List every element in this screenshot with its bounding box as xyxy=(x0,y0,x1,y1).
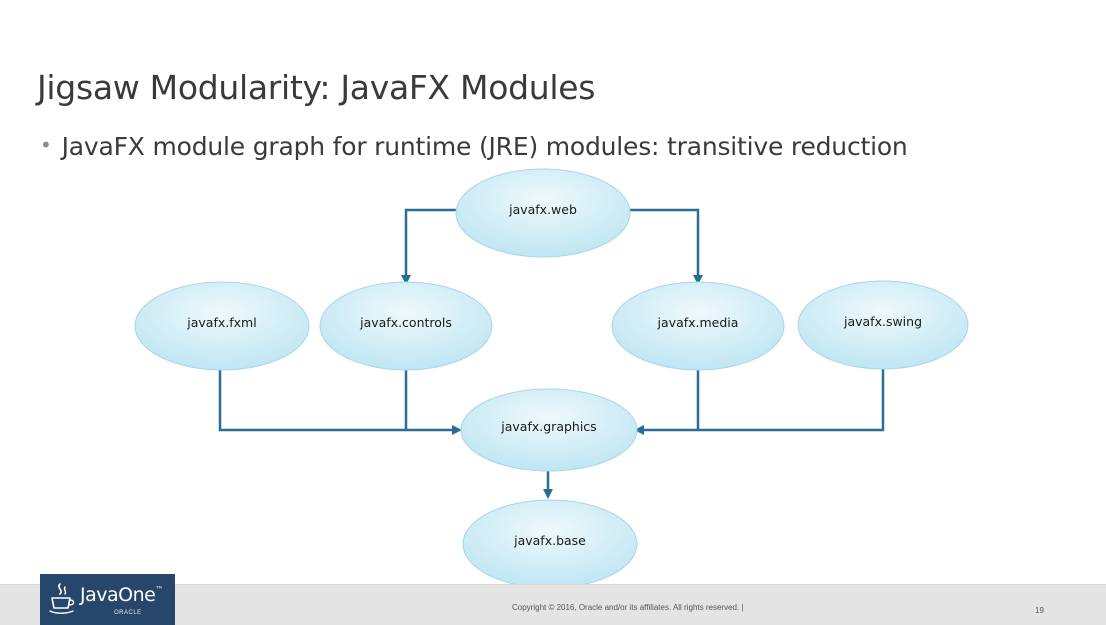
node-web: javafx.web xyxy=(455,168,631,258)
node-graphics: javafx.graphics xyxy=(460,388,638,472)
page-number: 19 xyxy=(1035,606,1044,615)
edge-swing-graphics xyxy=(634,369,885,435)
node-label-fxml: javafx.fxml xyxy=(186,315,256,330)
node-label-base: javafx.base xyxy=(513,533,586,548)
edge-web-controls xyxy=(401,208,458,285)
footer-bar xyxy=(0,584,1106,625)
edge-fxml-graphics xyxy=(218,370,462,435)
node-controls: javafx.controls xyxy=(319,281,493,371)
node-label-media: javafx.media xyxy=(657,315,739,330)
node-swing: javafx.swing xyxy=(797,280,969,370)
node-label-controls: javafx.controls xyxy=(359,315,452,330)
logo-wordmark: JavaOne xyxy=(80,584,156,606)
edge-web-media xyxy=(628,208,703,285)
node-label-graphics: javafx.graphics xyxy=(500,419,596,434)
bullet-dot-icon: • xyxy=(40,133,52,157)
slide-title: Jigsaw Modularity: JavaFX Modules xyxy=(37,68,596,107)
node-label-swing: javafx.swing xyxy=(843,314,922,329)
javaone-logo: JavaOne™ ORACLE xyxy=(40,574,175,625)
node-fxml: javafx.fxml xyxy=(134,281,310,371)
bullet-text: JavaFX module graph for runtime (JRE) mo… xyxy=(61,132,908,161)
bullet-item: • JavaFX module graph for runtime (JRE) m… xyxy=(40,132,908,161)
java-cup-icon xyxy=(49,583,75,614)
node-media: javafx.media xyxy=(611,281,785,371)
node-base: javafx.base xyxy=(462,499,638,589)
logo-text: JavaOne™ xyxy=(80,584,163,606)
logo-trademark: ™ xyxy=(155,585,163,594)
copyright-text: Copyright © 2016, Oracle and/or its affi… xyxy=(512,603,744,612)
node-label-web: javafx.web xyxy=(508,202,577,217)
logo-oracle-text: ORACLE xyxy=(114,610,142,616)
